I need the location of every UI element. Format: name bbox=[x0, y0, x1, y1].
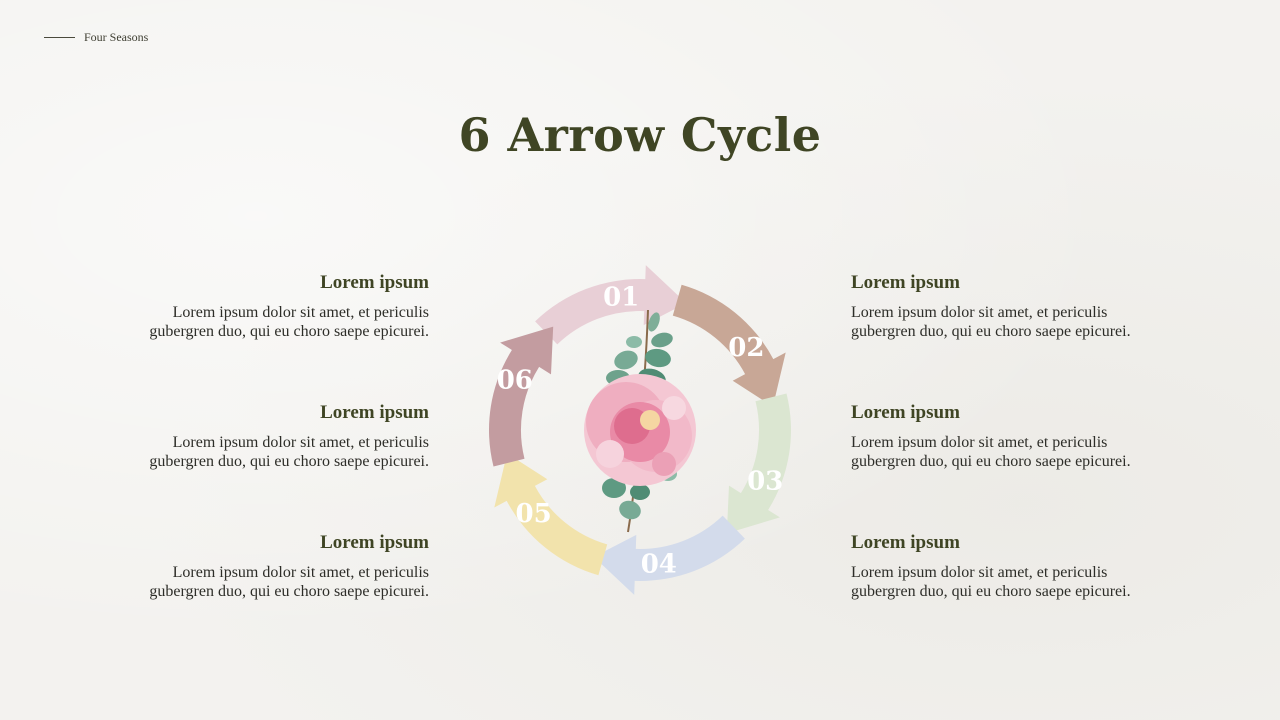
right-block-3-line2: gubergren duo, qui eu choro saepe epicur… bbox=[851, 583, 1131, 600]
right-block-1: Lorem ipsum Lorem ipsum dolor sit amet, … bbox=[851, 272, 1181, 341]
page-title: 6 Arrow Cycle bbox=[458, 108, 822, 162]
cycle-arrow-03 bbox=[726, 393, 791, 534]
right-block-1-heading: Lorem ipsum bbox=[851, 272, 960, 293]
right-block-3-body: Lorem ipsum dolor sit amet, et periculis… bbox=[851, 563, 1181, 601]
left-block-1-line2: gubergren duo, qui eu choro saepe epicur… bbox=[149, 323, 429, 340]
cycle-label-01: 01 bbox=[603, 282, 639, 312]
cycle-label-03: 03 bbox=[747, 467, 783, 497]
left-block-3-heading: Lorem ipsum bbox=[320, 532, 429, 553]
cycle-label-05: 05 bbox=[516, 499, 552, 529]
right-block-3-line1: Lorem ipsum dolor sit amet, et periculis bbox=[851, 564, 1108, 581]
cycle-label-02: 02 bbox=[728, 333, 764, 363]
left-block-2: Lorem ipsum Lorem ipsum dolor sit amet, … bbox=[99, 402, 429, 471]
left-block-3-line1: Lorem ipsum dolor sit amet, et periculis bbox=[172, 564, 429, 581]
header-rule bbox=[44, 37, 75, 38]
right-block-2-body: Lorem ipsum dolor sit amet, et periculis… bbox=[851, 433, 1181, 471]
arrow-cycle-diagram: 01 02 03 04 05 06 bbox=[489, 265, 791, 595]
right-block-3: Lorem ipsum Lorem ipsum dolor sit amet, … bbox=[851, 532, 1181, 601]
cycle-arrow-01 bbox=[535, 265, 687, 345]
left-block-1-body: Lorem ipsum dolor sit amet, et periculis… bbox=[99, 303, 429, 341]
left-block-2-line2: gubergren duo, qui eu choro saepe epicur… bbox=[149, 453, 429, 470]
cycle-arrow-04 bbox=[593, 515, 745, 595]
header: Four Seasons bbox=[44, 30, 148, 45]
cycle-arrow-02 bbox=[672, 284, 786, 407]
left-block-1-line1: Lorem ipsum dolor sit amet, et periculis bbox=[172, 304, 429, 321]
right-block-2-heading: Lorem ipsum bbox=[851, 402, 960, 423]
right-block-1-line1: Lorem ipsum dolor sit amet, et periculis bbox=[851, 304, 1108, 321]
cycle-label-06: 06 bbox=[497, 365, 533, 395]
cycle-labels: 01 02 03 04 05 06 bbox=[497, 282, 784, 579]
header-label: Four Seasons bbox=[84, 30, 149, 44]
left-block-2-heading: Lorem ipsum bbox=[320, 402, 429, 423]
left-block-3-body: Lorem ipsum dolor sit amet, et periculis… bbox=[99, 563, 429, 601]
cycle-arrows bbox=[489, 265, 791, 595]
right-block-2-line1: Lorem ipsum dolor sit amet, et periculis bbox=[851, 434, 1108, 451]
right-block-3-heading: Lorem ipsum bbox=[851, 532, 960, 553]
cycle-arrow-06 bbox=[489, 326, 554, 467]
left-block-1-heading: Lorem ipsum bbox=[320, 272, 429, 293]
right-block-2-line2: gubergren duo, qui eu choro saepe epicur… bbox=[851, 453, 1131, 470]
right-block-1-body: Lorem ipsum dolor sit amet, et periculis… bbox=[851, 303, 1181, 341]
left-block-2-body: Lorem ipsum dolor sit amet, et periculis… bbox=[99, 433, 429, 471]
left-block-3: Lorem ipsum Lorem ipsum dolor sit amet, … bbox=[99, 532, 429, 601]
right-block-1-line2: gubergren duo, qui eu choro saepe epicur… bbox=[851, 323, 1131, 340]
right-block-2: Lorem ipsum Lorem ipsum dolor sit amet, … bbox=[851, 402, 1181, 471]
left-block-1: Lorem ipsum Lorem ipsum dolor sit amet, … bbox=[99, 272, 429, 341]
left-block-3-line2: gubergren duo, qui eu choro saepe epicur… bbox=[149, 583, 429, 600]
peony-flower-icon bbox=[584, 309, 696, 533]
cycle-label-04: 04 bbox=[641, 550, 677, 580]
left-block-2-line1: Lorem ipsum dolor sit amet, et periculis bbox=[172, 434, 429, 451]
cycle-arrow-05 bbox=[494, 453, 608, 576]
